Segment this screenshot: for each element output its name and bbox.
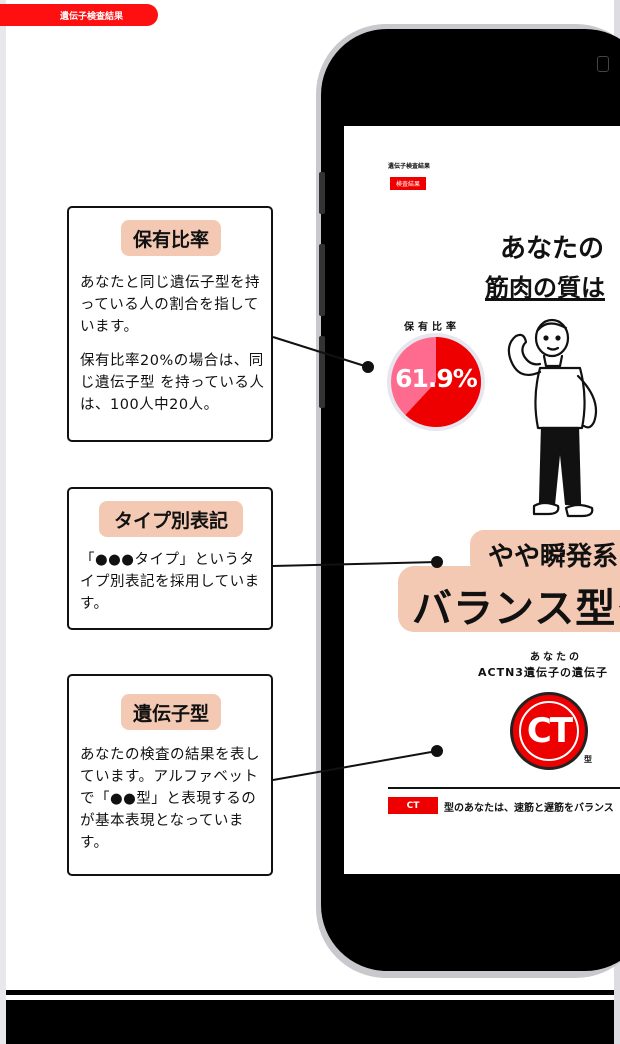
genotype-tag: CT bbox=[388, 797, 438, 814]
muscle-man-illustration bbox=[507, 318, 598, 518]
type-badge-line1: やや瞬発系 bbox=[488, 542, 619, 572]
genotype-suffix: 型 bbox=[584, 755, 592, 764]
type-badge-line2: バランス型タ bbox=[412, 586, 620, 632]
callout-ratio-paragraph-1: あなたと同じ遺伝子型を持っている人の割合を指しています。 bbox=[80, 275, 260, 335]
phone-side-button bbox=[319, 172, 325, 214]
bottom-rule bbox=[6, 990, 614, 995]
genotype-subtitle-line2: ACTN3遺伝子の遺伝子 bbox=[478, 666, 608, 679]
header-label: 遺伝子検査結果 bbox=[0, 4, 158, 26]
screen-heading-line1: あなたの bbox=[500, 234, 605, 264]
phone-volume-down bbox=[319, 336, 325, 408]
callout-ratio-paragraph-2: 保有比率20%の場合は、同じ遺伝子型 を持っている人は、100人中20人。 bbox=[80, 353, 265, 413]
phone-volume-up bbox=[319, 244, 325, 316]
callout-ratio-body: あなたと同じ遺伝子型を持っている人の割合を指しています。 保有比率20%の場合は… bbox=[80, 272, 266, 428]
genotype-circle: CT bbox=[510, 692, 588, 770]
screen-small-title: 遺伝子検査結果 bbox=[388, 163, 431, 170]
callout-type-paragraph-1: 「●●●タイプ」というタイプ別表記を採用しています。 bbox=[80, 552, 260, 612]
genotype-description: 型のあなたは、速筋と遅筋をバランス bbox=[444, 803, 614, 814]
callout-ratio: 保有比率 あなたと同じ遺伝子型を持っている人の割合を指しています。 保有比率20… bbox=[67, 206, 273, 442]
ratio-donut-chart bbox=[387, 333, 485, 431]
callout-type-title: タイプ別表記 bbox=[99, 501, 243, 537]
divider bbox=[388, 787, 620, 789]
screen-result-tag: 検査結果 bbox=[390, 177, 426, 190]
bottom-bar bbox=[6, 1000, 614, 1044]
callout-genotype-title: 遺伝子型 bbox=[121, 694, 221, 730]
callout-ratio-title: 保有比率 bbox=[121, 220, 221, 256]
camera-icon bbox=[597, 56, 609, 72]
genotype-value: CT bbox=[519, 701, 579, 761]
phone-screen: 遺伝子検査結果 検査結果 あなたの 筋肉の質は 保有比率 61.9% やや瞬発系… bbox=[344, 126, 620, 874]
callout-type-body: 「●●●タイプ」というタイプ別表記を採用しています。 bbox=[80, 549, 266, 627]
genotype-subtitle-line1: あなたの bbox=[530, 652, 582, 663]
donut-value-slice bbox=[405, 337, 481, 427]
ratio-label: 保有比率 bbox=[404, 322, 460, 333]
ratio-value: 61.9% bbox=[395, 364, 478, 393]
screen-heading-line2: 筋肉の質は bbox=[485, 274, 605, 302]
callout-type: タイプ別表記 「●●●タイプ」というタイプ別表記を採用しています。 bbox=[67, 487, 273, 630]
callout-genotype: 遺伝子型 あなたの検査の結果を表しています。アルファベットで「●●型」と表現する… bbox=[67, 674, 273, 876]
callout-genotype-body: あなたの検査の結果を表しています。アルファベットで「●●型」と表現するのが基本表… bbox=[80, 744, 266, 866]
type-badge-bottom-bg bbox=[398, 566, 620, 632]
callout-genotype-paragraph-1: あなたの検査の結果を表しています。アルファベットで「●●型」と表現するのが基本表… bbox=[80, 747, 260, 851]
